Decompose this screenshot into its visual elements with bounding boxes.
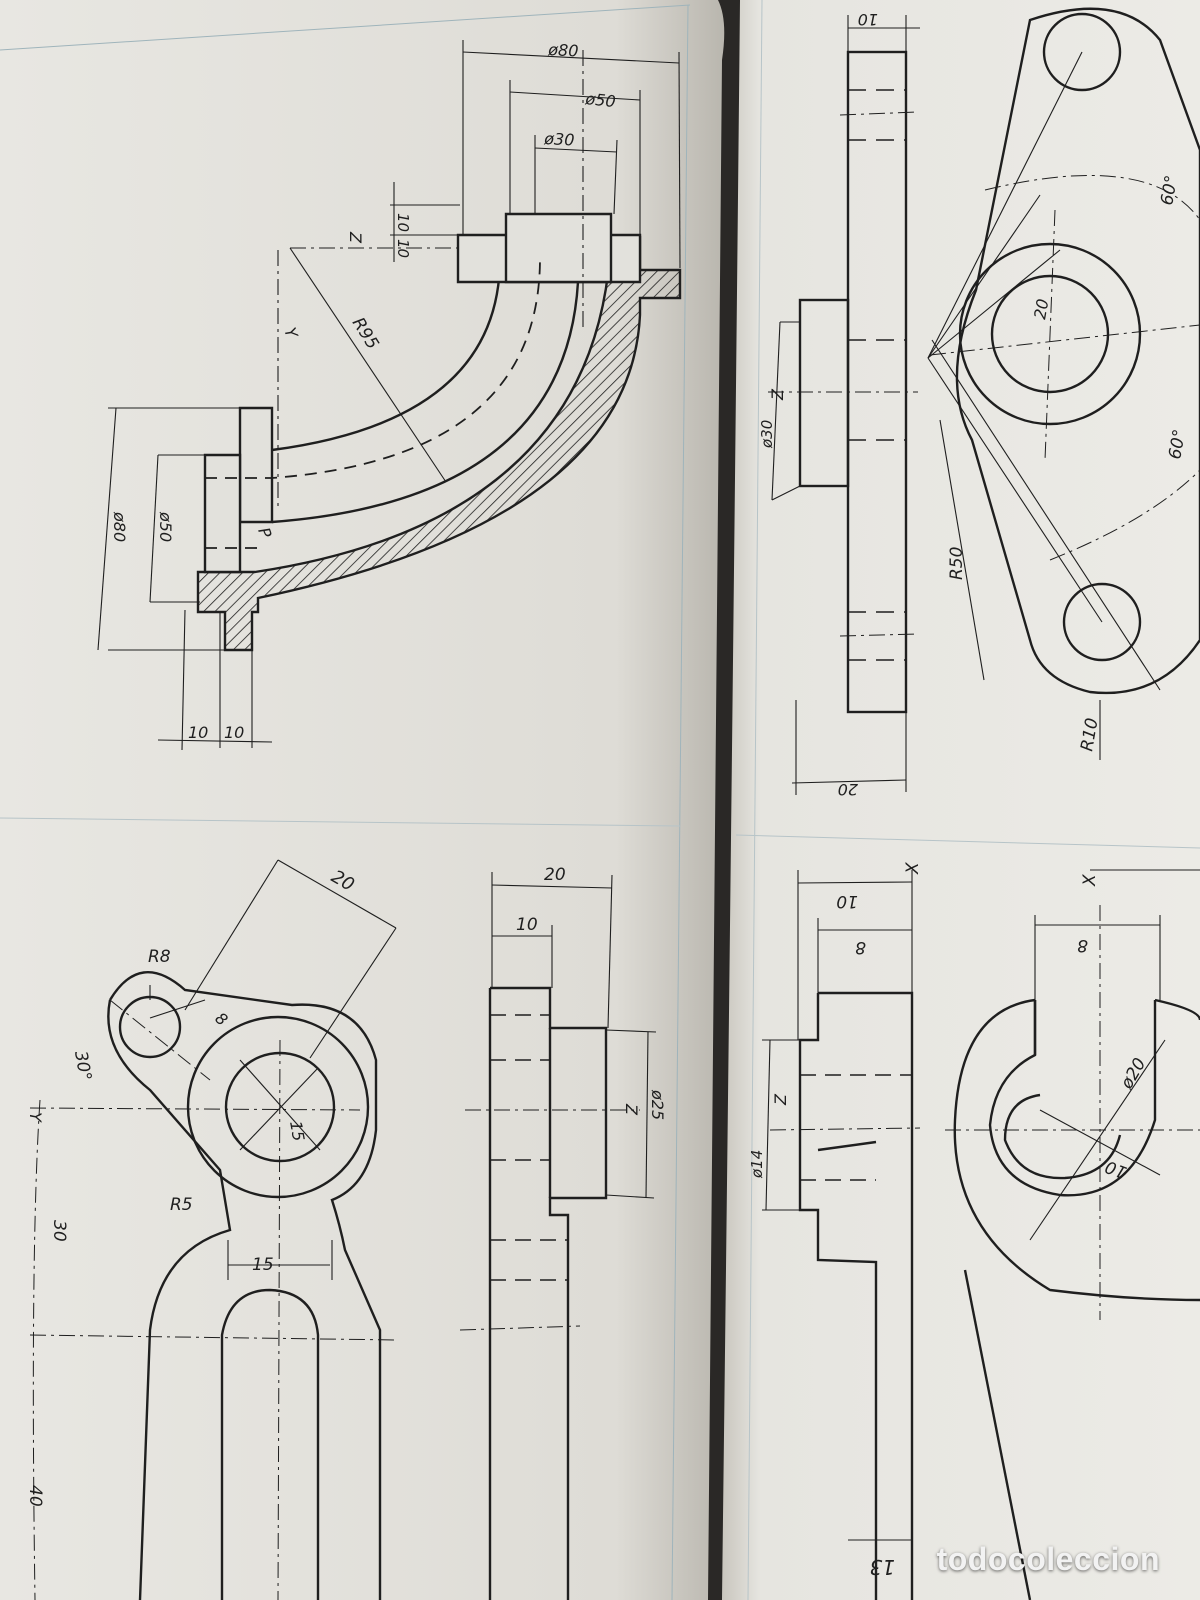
- flange-plate-side-dims: [771, 15, 920, 795]
- label-x-side: X: [903, 862, 923, 875]
- dim-r5: R5: [170, 1195, 193, 1215]
- pipe-inner-wall: [271, 257, 502, 452]
- dim-top-10: 10: [858, 10, 878, 29]
- dim-10-hub: 10: [516, 915, 538, 935]
- hole-top: [1042, 12, 1122, 92]
- dim-bore-20: 20: [1030, 297, 1052, 320]
- label-z-right: Z: [768, 388, 787, 401]
- dim-d80-left: ø80: [110, 511, 129, 542]
- page-frame: [0, 817, 681, 827]
- pipe-flange-left: [238, 406, 274, 524]
- page-frame: [735, 834, 1200, 849]
- dim-15-bore: 15: [286, 1119, 308, 1142]
- flange-plate-front-view: [927, 7, 1200, 760]
- hub-side-labels: 20 10 Z ø25: [516, 865, 667, 1120]
- page-frame: [0, 4, 691, 51]
- bracket-side-dims: [762, 870, 913, 1211]
- hole-bottom: [1062, 582, 1142, 662]
- dim-40-vertical: 40: [25, 1485, 45, 1507]
- dim-30-vertical: 30: [49, 1220, 69, 1242]
- right-page: [722, 0, 1200, 1600]
- hub-side-dims: [491, 872, 657, 1199]
- dim-d14: ø14: [748, 1150, 766, 1179]
- pipe-bend-drawing: [196, 212, 682, 652]
- label-z-hub: Z: [622, 1103, 641, 1116]
- label-z-bracket: Z: [771, 1093, 790, 1106]
- label-z: Z: [346, 231, 365, 244]
- lever-drawing: [29, 859, 399, 1600]
- dim-d50-top: ø50: [584, 89, 617, 111]
- dim-r8: R8: [148, 947, 171, 967]
- pipe-flange-left-inner: [203, 453, 242, 574]
- dim-10a: 10: [394, 213, 412, 232]
- bracket-front-view: [945, 869, 1200, 1600]
- dim-10-bottom-a: 10: [188, 723, 208, 742]
- edge-number: 13: [870, 1555, 895, 1579]
- boss-inner-circle: [990, 274, 1110, 394]
- pipe-bend-dimensions: [97, 40, 681, 751]
- dim-8-front: 8: [1077, 935, 1088, 955]
- page-frame: [671, 4, 689, 1600]
- lever-slot: [220, 1288, 320, 1600]
- dim-20-hub: 20: [544, 865, 566, 885]
- label-y-lever: Y: [26, 1112, 45, 1123]
- pipe-bore-dashed: [205, 257, 541, 479]
- dim-d30-right: ø30: [758, 420, 776, 449]
- lever-boss-outer: [186, 1015, 370, 1199]
- dim-15-slot: 15: [252, 1255, 274, 1275]
- dim-d30-top: ø30: [543, 129, 575, 150]
- dim-10-bottom-b: 10: [224, 723, 244, 742]
- flange-plate-side-view: [768, 50, 919, 714]
- dim-d50-left: ø50: [156, 511, 175, 542]
- boss-outer-circle: [958, 242, 1142, 426]
- dim-r50: R50: [947, 547, 967, 580]
- dim-8-bracket: 8: [855, 937, 866, 957]
- pipe-mid-wall: [271, 281, 580, 524]
- hub-side-view: [459, 986, 640, 1600]
- pipe-flange-top-inner: [504, 212, 613, 284]
- dim-10b: 10: [394, 239, 412, 258]
- label-x-front: X: [1080, 874, 1100, 887]
- page-frame: [747, 0, 763, 1600]
- dim-d80-top: ø80: [547, 40, 579, 61]
- dim-d25: ø25: [648, 1089, 667, 1120]
- watermark-logo: todocoleccion: [936, 1541, 1160, 1577]
- dim-10-bracket: 10: [836, 891, 858, 911]
- lever-labels: 20 R8 8 30° Y 15 R5 15 30 40: [25, 866, 358, 1506]
- dim-bottom-20: 20: [838, 780, 858, 799]
